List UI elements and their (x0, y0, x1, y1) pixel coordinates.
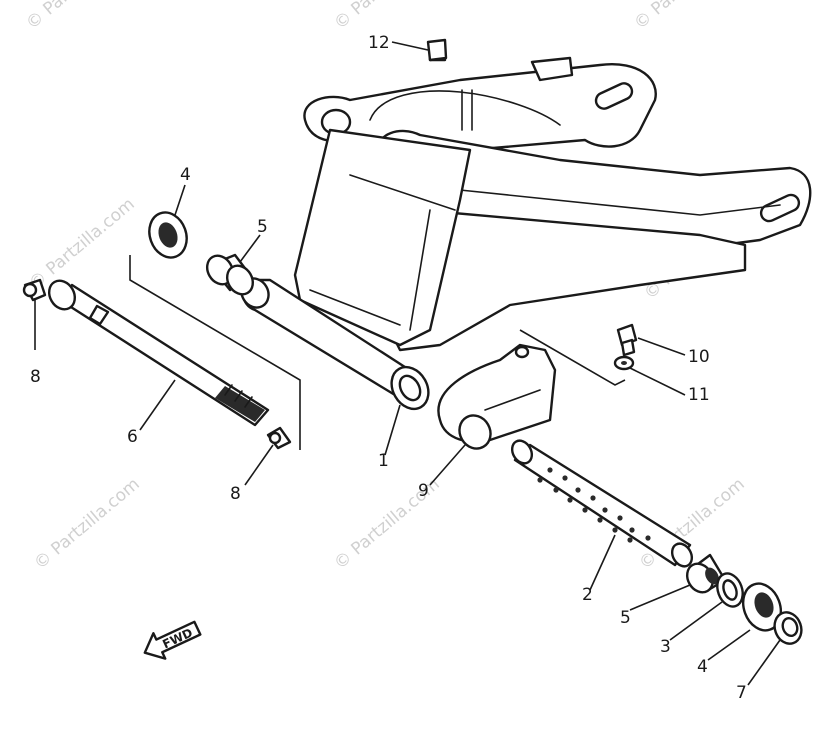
leader-lines (34, 41, 781, 686)
callout-labels: 12 4 5 8 6 8 1 9 10 11 2 5 3 4 7 (30, 33, 747, 703)
callout-2: 2 (582, 585, 593, 605)
pivot-shaft (47, 279, 270, 427)
grease-nipple-left (22, 278, 47, 302)
watermark-text: © Partzilla.com (30, 474, 143, 574)
reference-lines (129, 255, 626, 450)
watermark-text: © Partzilla.com (630, 0, 743, 34)
callout-5-lower: 5 (620, 608, 631, 628)
bolt (616, 323, 638, 357)
callout-4-lower: 4 (697, 657, 708, 677)
swingarm-frame (240, 43, 812, 411)
bushing-lower (685, 553, 727, 594)
callout-11: 11 (688, 385, 710, 405)
shock-bracket (437, 343, 557, 450)
watermark-text: © Partzilla.com (22, 0, 135, 34)
callout-3: 3 (660, 637, 671, 657)
bracket-clip (426, 38, 448, 62)
callout-8-left: 8 (30, 367, 41, 387)
callout-8-lower: 8 (230, 484, 241, 504)
watermark-text: © Partzilla.com (330, 0, 443, 34)
washer-small (613, 355, 635, 371)
forward-arrow-icon: FWD (143, 620, 202, 660)
rear-pivot-shaft (510, 439, 694, 568)
callout-7: 7 (736, 683, 747, 703)
watermark-text: © Partzilla.com (25, 194, 138, 294)
end-cap (773, 611, 803, 645)
callout-5-upper: 5 (257, 217, 268, 237)
oil-seal-lower (741, 582, 783, 632)
callout-1: 1 (378, 451, 389, 471)
callout-6: 6 (127, 427, 138, 447)
callout-12: 12 (368, 33, 390, 53)
callout-10: 10 (688, 347, 710, 367)
oil-seal-upper (148, 211, 188, 259)
callout-4-upper: 4 (180, 165, 191, 185)
bushing-upper (205, 253, 255, 296)
callout-9: 9 (418, 481, 429, 501)
thrust-washer (716, 572, 744, 608)
grease-nipple-lower (266, 426, 292, 450)
